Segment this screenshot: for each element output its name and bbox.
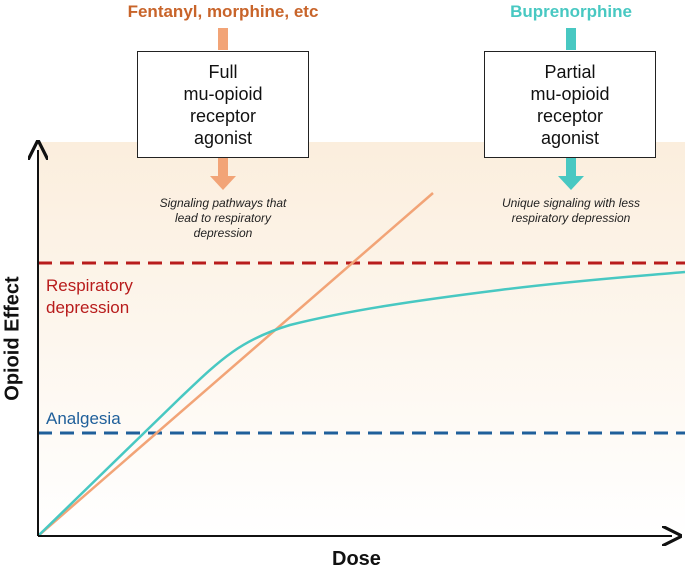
partial-agonist-box: Partial mu-opioid receptor agonist <box>484 51 656 158</box>
partial-box-line: mu-opioid <box>530 83 610 104</box>
full-agonist-arrow <box>210 28 236 190</box>
full-box-line: mu-opioid <box>183 83 263 104</box>
partial-agonist-note: Unique signaling with less respiratory d… <box>468 196 674 226</box>
partial-note-line: respiratory depression <box>511 211 631 225</box>
analgesia-label-line: Analgesia <box>46 409 121 428</box>
full-agonist-curve <box>37 192 434 537</box>
partial-agonist-drug-label: Buprenorphine <box>510 2 632 21</box>
full-box-line: Full <box>208 61 238 82</box>
full-box-line: receptor <box>189 105 257 126</box>
full-agonist-drug-label: Fentanyl, morphine, etc <box>127 2 319 21</box>
partial-box-line: Partial <box>544 61 596 82</box>
full-agonist-note: Signaling pathways that lead to respirat… <box>128 196 318 241</box>
full-agonist-box: Full mu-opioid receptor agonist <box>137 51 309 158</box>
x-axis-title: Dose <box>332 548 381 570</box>
background-shading <box>38 142 685 536</box>
respiratory-label-line: Respiratory <box>46 276 133 295</box>
full-note-line: lead to respiratory <box>174 211 272 225</box>
full-note-line: Signaling pathways that <box>159 196 287 210</box>
respiratory-depression-label: Respiratory depression <box>46 275 133 319</box>
partial-box-line: receptor <box>536 105 604 126</box>
respiratory-label-line: depression <box>46 298 130 317</box>
full-box-line: agonist <box>193 127 253 148</box>
partial-agonist-arrow <box>558 28 584 190</box>
partial-note-line: Unique signaling with less <box>501 196 641 210</box>
full-note-line: depression <box>193 226 253 240</box>
analgesia-label: Analgesia <box>46 408 121 430</box>
partial-box-line: agonist <box>540 127 600 148</box>
partial-agonist-curve <box>37 270 685 537</box>
y-axis-title: Opioid Effect <box>1 276 24 401</box>
